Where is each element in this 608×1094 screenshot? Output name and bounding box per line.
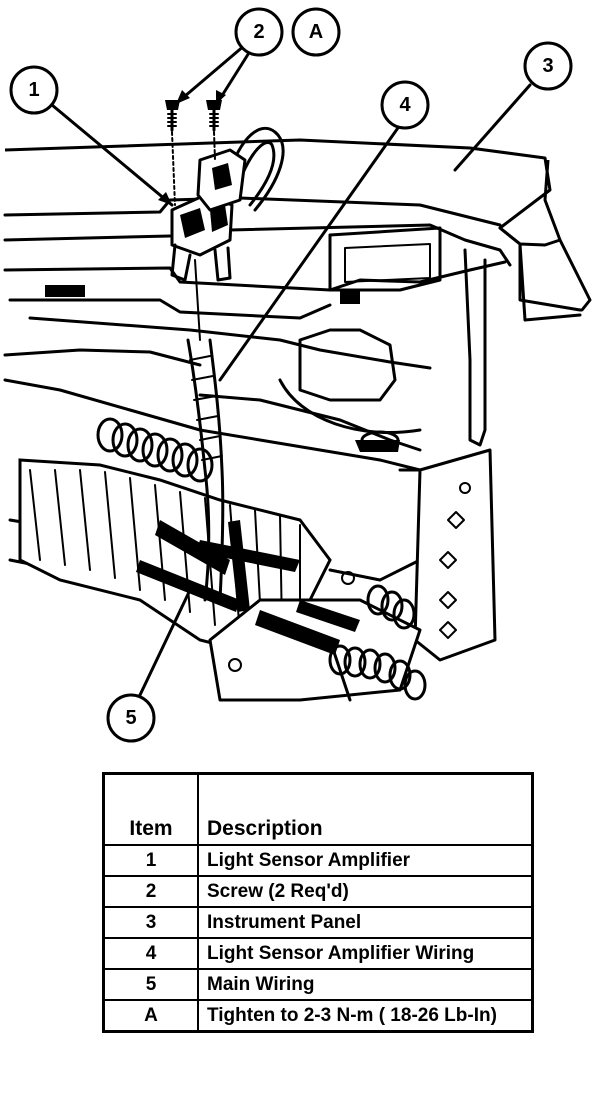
callout-a-label: A <box>309 21 323 43</box>
legend-row: 1 Light Sensor Amplifier <box>102 844 534 877</box>
callout-4: 4 <box>380 80 430 130</box>
callout-5: 5 <box>106 693 156 743</box>
screw <box>165 100 180 206</box>
callout-1: 1 <box>9 65 59 115</box>
item-description: Instrument Panel <box>197 906 534 939</box>
legend-row: A Tighten to 2-3 N-m ( 18-26 Lb-In) <box>102 999 534 1033</box>
description-column-header: Description <box>197 772 534 846</box>
instrument-panel-illustration: 1 2 3 4 5 A <box>3 7 592 743</box>
legend-row: 5 Main Wiring <box>102 968 534 1001</box>
callout-3: 3 <box>523 41 573 91</box>
callout-2: 2 <box>234 7 284 57</box>
item-description: Main Wiring <box>197 968 534 1001</box>
side-bracket <box>341 448 497 662</box>
leader-lines <box>50 43 532 697</box>
light-sensor-amplifier <box>170 148 247 282</box>
item-description: Light Sensor Amplifier <box>197 844 534 877</box>
callout-2-label: 2 <box>253 21 264 43</box>
item-number: 5 <box>102 968 199 1001</box>
callout-3-label: 3 <box>542 55 553 77</box>
item-column-header: Item <box>102 772 199 846</box>
callout-4-label: 4 <box>399 94 411 116</box>
legend-row: 4 Light Sensor Amplifier Wiring <box>102 937 534 970</box>
item-description: Light Sensor Amplifier Wiring <box>197 937 534 970</box>
callout-1-label: 1 <box>28 79 39 101</box>
main-wiring-harness <box>18 417 427 702</box>
item-number: 2 <box>102 875 199 908</box>
item-description: Tighten to 2-3 N-m ( 18-26 Lb-In) <box>197 999 534 1033</box>
item-number: 3 <box>102 906 199 939</box>
item-number: A <box>102 999 199 1033</box>
legend-header-row: Item Description <box>102 772 534 846</box>
item-number: 4 <box>102 937 199 970</box>
item-description: Screw (2 Req'd) <box>197 875 534 908</box>
amplifier-wiring <box>186 126 285 602</box>
callout-5-label: 5 <box>125 707 136 729</box>
parts-legend-table: Item Description 1 Light Sensor Amplifie… <box>102 772 534 1033</box>
legend-row: 2 Screw (2 Req'd) <box>102 875 534 908</box>
callout-a: A <box>291 7 341 57</box>
item-number: 1 <box>102 844 199 877</box>
legend-row: 3 Instrument Panel <box>102 906 534 939</box>
